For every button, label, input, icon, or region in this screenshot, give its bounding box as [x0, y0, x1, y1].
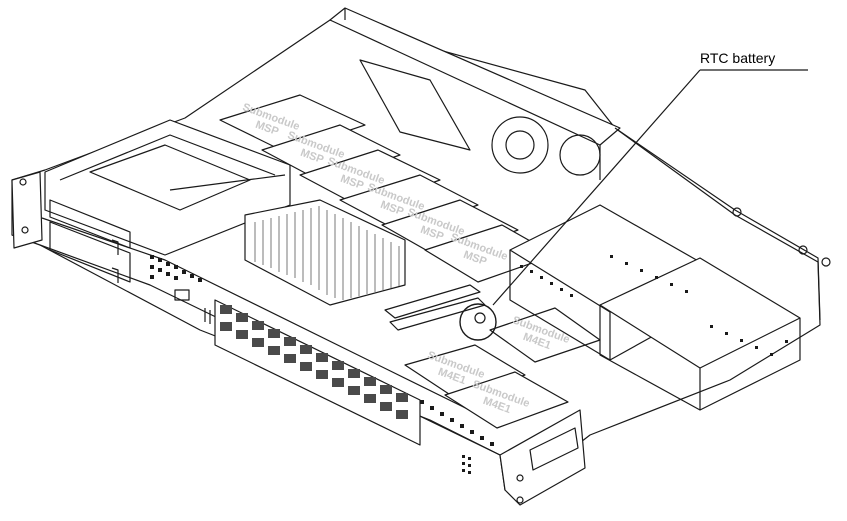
- rtc-battery-marker: [459, 303, 497, 341]
- drive-slot-2: [49, 221, 131, 283]
- front-vents: [150, 255, 494, 446]
- submodule-card-1: [219, 94, 366, 153]
- drive-bay: [44, 119, 291, 256]
- memory-module: [384, 284, 481, 319]
- drive-slot-1: [49, 199, 131, 249]
- callout-leader: [492, 69, 808, 306]
- right-rack-ear: [499, 409, 586, 506]
- rtc-battery-label: RTC battery: [700, 50, 776, 66]
- rear-panel: [329, 7, 621, 146]
- submodule-card-5: [381, 199, 519, 259]
- ethernet-ports: [220, 305, 408, 419]
- left-rack-ear: [11, 171, 43, 249]
- psu-vents: [520, 255, 788, 356]
- submodule-card-3: [299, 149, 441, 209]
- fan-housing: [359, 59, 471, 151]
- submodule-card-4: [339, 174, 479, 233]
- submodule-card-9: [444, 371, 569, 429]
- submodule-card-2: [261, 124, 401, 183]
- heatsink: [244, 199, 406, 306]
